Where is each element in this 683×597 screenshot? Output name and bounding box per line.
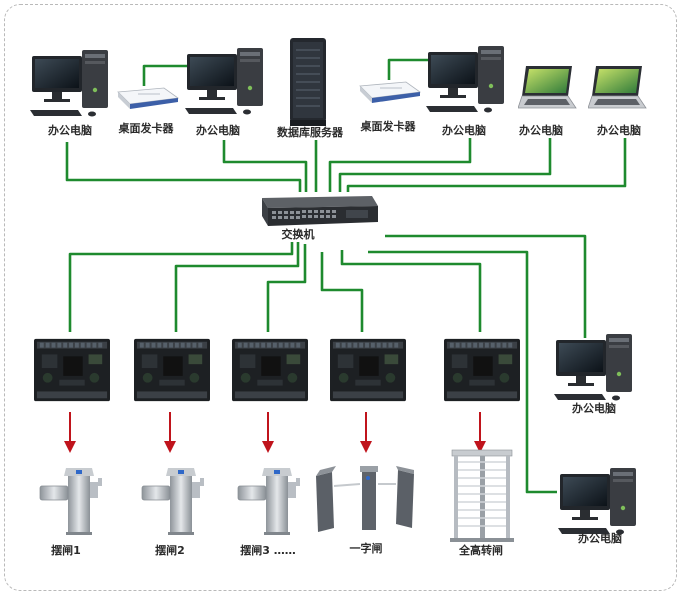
card-reader-1-label: 桌面发卡器 [118, 121, 175, 135]
office-laptop-2: 办公电脑 [588, 65, 647, 137]
wire-laptop1 [338, 138, 552, 192]
desktop-pc-icon [558, 468, 636, 535]
card-reader-icon [359, 81, 421, 104]
office-laptop-2-label: 办公电脑 [597, 123, 641, 137]
swing-gate-3-label: 摆闸3 …… [240, 543, 295, 557]
wire-ctrl3 [266, 244, 307, 332]
office-pc-right-1: 办公电脑 [554, 334, 632, 415]
swing-gate-icon [39, 467, 103, 536]
swing-gate-3: 摆闸3 …… [237, 467, 301, 557]
db-server-label: 数据库服务器 [277, 125, 344, 139]
full-height-turnstile-label: 全高转闸 [458, 543, 503, 557]
controller-board-icon [232, 338, 308, 402]
card-reader-1: 桌面发卡器 [117, 87, 179, 135]
server-rack-icon [290, 38, 326, 126]
flap-gate-label: 一字闸 [350, 541, 383, 555]
desktop-pc-icon [185, 48, 263, 115]
controller-board-icon [330, 338, 406, 402]
switch-label: 交换机 [282, 227, 315, 241]
swing-gate-icon [141, 467, 205, 536]
swing-gate-1: 摆闸1 [39, 467, 103, 557]
controller-board-icon [134, 338, 210, 402]
desktop-pc-icon [426, 46, 504, 113]
wire-reader2 [387, 58, 430, 80]
office-pc-right-1-label: 办公电脑 [572, 401, 616, 415]
switch-icon [262, 196, 378, 226]
office-pc-3-label: 办公电脑 [442, 123, 486, 137]
office-laptop-1-label: 办公电脑 [519, 123, 563, 137]
swing-gate-2-label: 摆闸2 [155, 543, 185, 557]
swing-gate-icon [237, 467, 301, 536]
controller-board-2 [134, 338, 210, 402]
flap-gate: 一字闸 [316, 466, 414, 555]
network-wires [65, 58, 627, 494]
desktop-pc-icon [554, 334, 632, 401]
office-pc-1: 办公电脑 [30, 50, 108, 137]
controller-board-5 [444, 338, 520, 402]
wire-ctrl5 [340, 250, 482, 332]
turnstile-icon [450, 449, 514, 542]
office-pc-right-2: 办公电脑 [558, 468, 636, 545]
wire-ctrl1 [68, 242, 294, 332]
flap-gate-icon [316, 466, 414, 532]
card-reader-2: 桌面发卡器 [359, 81, 421, 133]
swing-gate-1-label: 摆闸1 [51, 543, 81, 557]
card-reader-2-label: 桌面发卡器 [360, 119, 417, 133]
full-height-turnstile: 全高转闸 [450, 449, 514, 557]
wire-pc3 [328, 138, 472, 192]
arrows [64, 412, 486, 453]
db-server: 数据库服务器 [277, 38, 344, 139]
wire-pc2 [222, 140, 308, 192]
wire-pc-right2 [368, 250, 557, 494]
wire-ctrl4 [320, 252, 364, 332]
card-reader-icon [117, 87, 179, 110]
wire-ctrl2 [174, 242, 300, 332]
wire-pc1 [65, 142, 302, 192]
dashed-frame [4, 4, 677, 591]
wire-reader1 [142, 64, 190, 86]
office-pc-1-label: 办公电脑 [48, 123, 92, 137]
wire-pc-right1 [385, 234, 587, 338]
office-pc-2-label: 办公电脑 [196, 123, 240, 137]
office-laptop-1: 办公电脑 [518, 65, 577, 137]
wire-laptop2 [346, 138, 627, 192]
laptop-icon [518, 65, 577, 109]
desktop-pc-icon [30, 50, 108, 117]
controller-board-icon [34, 338, 110, 402]
office-pc-2: 办公电脑 [185, 48, 263, 137]
controller-board-icon [444, 338, 520, 402]
controller-board-4 [330, 338, 406, 402]
office-pc-3: 办公电脑 [426, 46, 504, 137]
network-switch: 交换机 [262, 196, 378, 241]
controller-board-3 [232, 338, 308, 402]
laptop-icon [588, 65, 647, 109]
office-pc-right-2-label: 办公电脑 [578, 531, 622, 545]
swing-gate-2: 摆闸2 [141, 467, 205, 557]
controller-board-1 [34, 338, 110, 402]
